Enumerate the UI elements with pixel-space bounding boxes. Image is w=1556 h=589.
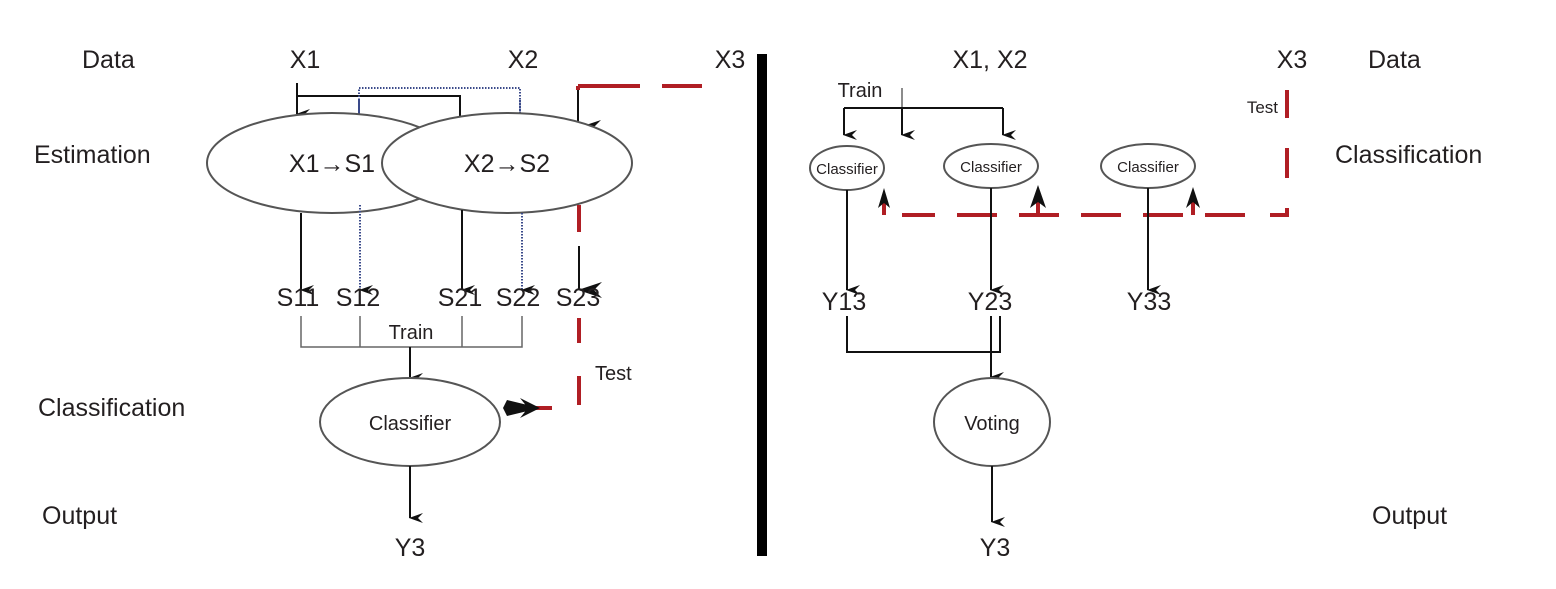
- test-label-left: Test: [595, 363, 632, 385]
- estimator-x1-s1: X1→S1: [206, 112, 458, 214]
- voting-bus: [846, 316, 1001, 353]
- train-bracket: [300, 316, 523, 348]
- input-x2: X2: [508, 46, 539, 74]
- test-input-x3: X3: [1277, 46, 1308, 74]
- estimator-node-2: [381, 112, 633, 214]
- arrow-test-to-classifier: [503, 398, 540, 418]
- right-classifier-1: Classifier: [809, 145, 885, 191]
- right-stage-label-classification: Classification: [1335, 141, 1482, 169]
- voting-label: Voting: [964, 413, 1020, 435]
- feature-s11: S11: [277, 284, 320, 312]
- input-x1: X1: [290, 46, 321, 74]
- train-input-x1-x2: X1, X2: [952, 46, 1027, 74]
- test-path-x3-corner: [576, 84, 600, 90]
- stage-label-data: Data: [82, 46, 135, 74]
- prediction-y13: Y13: [822, 288, 866, 316]
- prediction-y33: Y33: [1127, 288, 1171, 316]
- stage-label-estimation: Estimation: [34, 141, 151, 169]
- right-classifier-3: Classifier: [1100, 143, 1196, 189]
- left-panel: Data Estimation Classification Output X1…: [34, 46, 745, 562]
- test-label-right: Test: [1247, 98, 1278, 117]
- train-label-left: Train: [389, 322, 434, 344]
- feature-s22: S22: [496, 284, 540, 312]
- left-output-y3: Y3: [395, 534, 426, 562]
- feature-s21: S21: [438, 284, 482, 312]
- left-classifier: Classifier: [319, 377, 501, 467]
- prediction-y23: Y23: [968, 288, 1012, 316]
- stage-label-classification: Classification: [38, 394, 185, 422]
- input-x3: X3: [715, 46, 746, 74]
- right-classifier-2: Classifier: [943, 143, 1039, 189]
- arrow-test-to-clf2: [1030, 185, 1046, 208]
- classifier-label-1: Classifier: [816, 161, 878, 178]
- classifier-label-2: Classifier: [960, 159, 1022, 176]
- feature-s23: S23: [556, 284, 600, 312]
- right-panel: X1, X2 X3 Data Classification Output Tra…: [809, 46, 1482, 562]
- stage-label-output: Output: [42, 502, 117, 530]
- classifier-label-3: Classifier: [1117, 159, 1179, 176]
- arrow-test-to-clf1: [878, 188, 890, 208]
- estimator-label-2: X2→S2: [464, 150, 550, 178]
- test-path-vertical: [1270, 90, 1289, 217]
- estimator-x2-s2: X2→S2: [381, 112, 633, 214]
- panel-divider: [757, 54, 767, 556]
- train-label-right: Train: [838, 80, 883, 102]
- feature-s12: S12: [336, 284, 380, 312]
- right-stage-label-output: Output: [1372, 502, 1447, 530]
- right-stage-label-data: Data: [1368, 46, 1421, 74]
- estimator-label-1: X1→S1: [289, 150, 375, 178]
- right-output-y3: Y3: [980, 534, 1011, 562]
- arrow-test-to-clf3: [1186, 187, 1200, 208]
- voting-node-group: Voting: [933, 377, 1051, 467]
- classifier-label: Classifier: [369, 413, 452, 435]
